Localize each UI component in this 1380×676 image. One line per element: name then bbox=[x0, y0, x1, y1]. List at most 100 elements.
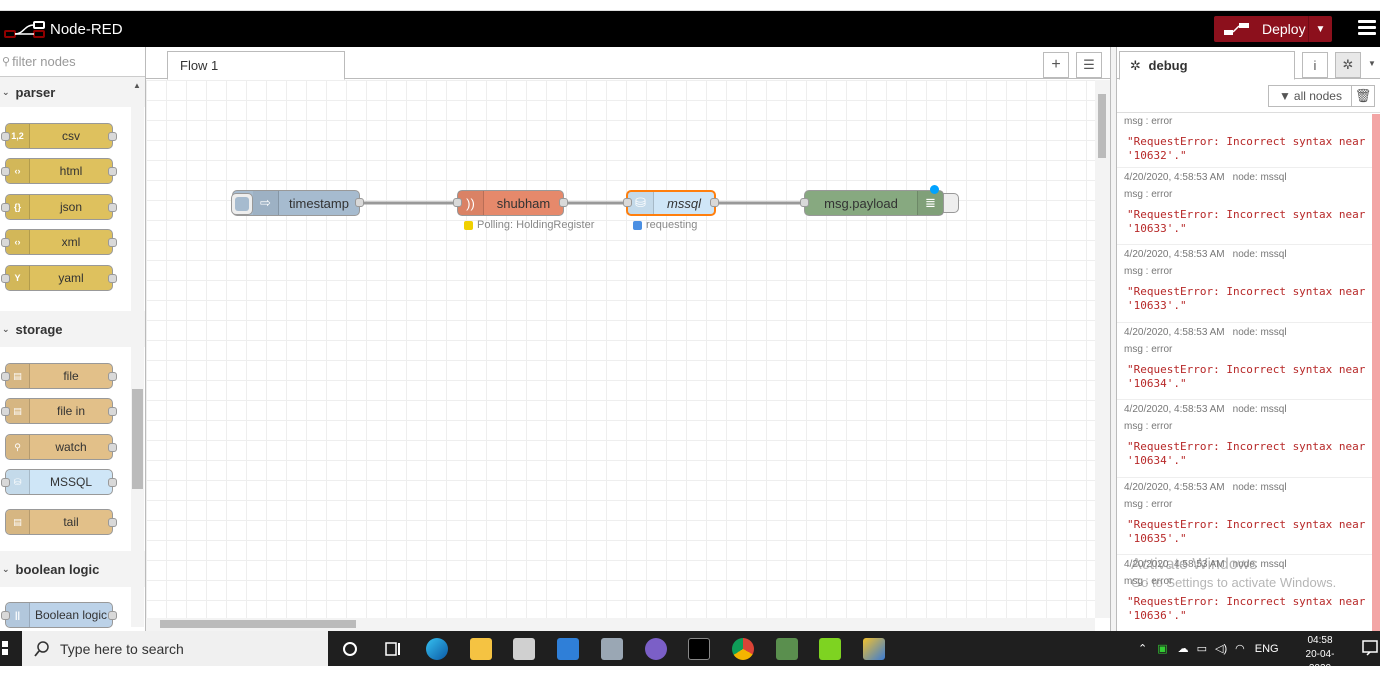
file-explorer-icon[interactable] bbox=[470, 638, 492, 660]
flow-node-timestamp[interactable]: ⇨ timestamp bbox=[231, 190, 364, 216]
list-flows-icon[interactable]: ☰ bbox=[1076, 52, 1102, 78]
database-icon: ⛁ bbox=[628, 192, 654, 214]
palette-node-file-in[interactable]: ▤file in bbox=[1, 398, 117, 424]
palette-scrollbar[interactable]: ▲ bbox=[131, 77, 144, 627]
browser-bookmark-strip bbox=[0, 0, 1380, 11]
status-dot bbox=[464, 220, 473, 230]
chrome-browser-icon[interactable] bbox=[732, 638, 754, 660]
palette-filter-input[interactable]: ⚲ filter nodes bbox=[0, 47, 145, 77]
tab-debug[interactable]: ✲ debug bbox=[1119, 51, 1295, 80]
palette-category-parser[interactable]: ⌄ parser bbox=[0, 77, 145, 107]
palette-scrollbar-thumb[interactable] bbox=[132, 389, 143, 489]
mail-icon[interactable] bbox=[557, 638, 579, 660]
status-dot bbox=[633, 220, 642, 230]
debug-sidebar: ✲ debug i ✲ ▼ ▼ all nodes 🗑 msg : error … bbox=[1117, 47, 1380, 631]
palette-node-mssql[interactable]: ⛁MSSQL bbox=[1, 469, 117, 495]
windows-taskbar: Type here to search ⌃ ▣ ☁ ▭ ◁) ◠ ENG 04:… bbox=[0, 631, 1380, 674]
palette-category-body-storage: ▤file ▤file in ⚲watch ⛁MSSQL ▤tail bbox=[0, 347, 145, 551]
palette-category-label: boolean logic bbox=[15, 561, 100, 577]
canvas-horizontal-scrollbar[interactable] bbox=[146, 618, 1095, 631]
debug-message-list[interactable]: msg : error "RequestError: Incorrect syn… bbox=[1117, 114, 1372, 631]
radio-waves-icon: )) bbox=[458, 191, 484, 215]
python-icon[interactable] bbox=[863, 638, 885, 660]
chevron-up-icon[interactable]: ⌃ bbox=[1138, 643, 1148, 655]
palette-category-storage[interactable]: ⌄ storage bbox=[0, 311, 145, 347]
palette-node-file[interactable]: ▤file bbox=[1, 363, 117, 389]
taskbar-clock[interactable]: 04:58 20-04-2020 bbox=[1305, 635, 1335, 674]
app-title: Node-RED bbox=[50, 21, 123, 38]
palette-node-watch[interactable]: ⚲watch bbox=[5, 434, 117, 460]
chevron-down-icon: ⌄ bbox=[2, 563, 10, 574]
palette-category-label: parser bbox=[15, 84, 56, 100]
battery-icon[interactable]: ▭ bbox=[1196, 643, 1208, 655]
store-icon[interactable] bbox=[513, 638, 535, 660]
flow-node-shubham[interactable]: )) shubham bbox=[453, 190, 568, 216]
search-icon bbox=[34, 640, 49, 657]
trash-icon[interactable]: 🗑 bbox=[1351, 85, 1375, 107]
magnifier-icon: ⚲ bbox=[6, 435, 30, 459]
palette-filter-placeholder: filter nodes bbox=[12, 54, 76, 69]
edge-browser-icon[interactable] bbox=[426, 638, 448, 660]
cortana-circle-icon[interactable] bbox=[339, 638, 361, 660]
task-view-icon[interactable] bbox=[382, 638, 404, 660]
debug-list-icon: ≣ bbox=[917, 191, 943, 215]
file-icon: ▤ bbox=[6, 510, 30, 534]
scroll-up-icon[interactable]: ▲ bbox=[133, 81, 141, 90]
settings-gear-icon[interactable] bbox=[819, 638, 841, 660]
terminal-icon[interactable] bbox=[688, 638, 710, 660]
wifi-icon[interactable]: ◠ bbox=[1235, 643, 1245, 655]
palette-node-json[interactable]: {}json bbox=[1, 194, 117, 220]
app-header: Node-RED Deploy ▼ bbox=[0, 11, 1380, 47]
windows-start-icon[interactable] bbox=[0, 631, 22, 666]
tab-flow-1[interactable]: Flow 1 bbox=[167, 51, 345, 80]
xml-icon: ‹› bbox=[6, 230, 30, 254]
debug-filter-button[interactable]: ▼ all nodes bbox=[1268, 85, 1353, 107]
deploy-button[interactable]: Deploy ▼ bbox=[1214, 16, 1332, 42]
palette-category-boolean-logic[interactable]: ⌄ boolean logic bbox=[0, 551, 145, 587]
debug-error-text: "RequestError: Incorrect syntax near'106… bbox=[1127, 440, 1366, 468]
debug-error-text: "RequestError: Incorrect syntax near'106… bbox=[1127, 517, 1366, 545]
info-icon[interactable]: i bbox=[1302, 52, 1328, 78]
taskbar-search-box[interactable]: Type here to search bbox=[22, 631, 328, 666]
network-app-icon[interactable] bbox=[601, 638, 623, 660]
debug-message[interactable]: msg : error "RequestError: Incorrect syn… bbox=[1117, 114, 1372, 168]
palette-node-xml[interactable]: ‹›xml bbox=[1, 229, 117, 255]
canvas-vertical-scrollbar[interactable] bbox=[1095, 80, 1110, 618]
flow-node-msg-payload[interactable]: msg.payload ≣ bbox=[800, 185, 959, 216]
language-indicator[interactable]: ENG bbox=[1254, 642, 1279, 655]
volume-icon[interactable]: ◁) bbox=[1215, 643, 1228, 655]
flow-node-mssql[interactable]: ⛁ mssql bbox=[623, 190, 719, 216]
add-flow-plus-icon[interactable]: + bbox=[1043, 52, 1069, 78]
status-mssql: requesting bbox=[633, 219, 697, 231]
app-icon[interactable] bbox=[776, 638, 798, 660]
cloud-icon[interactable]: ☁ bbox=[1177, 643, 1189, 655]
notification-center-icon[interactable] bbox=[1362, 639, 1378, 657]
node-red-logo-icon bbox=[4, 21, 45, 38]
palette-node-boolean-logic[interactable]: ||Boolean logic bbox=[1, 602, 117, 628]
palette-category-body-boolean-logic: ||Boolean logic bbox=[0, 587, 145, 631]
debug-toggle-button[interactable] bbox=[943, 193, 959, 213]
palette-node-tail[interactable]: ▤tail bbox=[5, 509, 117, 535]
debug-scroll-indicator[interactable] bbox=[1372, 114, 1380, 631]
palette-category-label: storage bbox=[15, 321, 63, 337]
tray-app-icon[interactable]: ▣ bbox=[1157, 643, 1168, 655]
inject-button[interactable] bbox=[231, 193, 253, 215]
changed-indicator-dot bbox=[930, 185, 939, 194]
deploy-dropdown-caret-icon[interactable]: ▼ bbox=[1308, 16, 1332, 42]
bug-tab-icon[interactable]: ✲ bbox=[1335, 52, 1361, 78]
main-menu-hamburger-icon[interactable] bbox=[1358, 20, 1376, 38]
palette-node-html[interactable]: ‹›html bbox=[1, 158, 117, 184]
eclipse-icon[interactable] bbox=[645, 638, 667, 660]
chevron-down-icon[interactable]: ▼ bbox=[1368, 59, 1376, 68]
sidebar-resize-handle[interactable] bbox=[1110, 47, 1117, 631]
flow-canvas[interactable]: ⇨ timestamp )) shubham Polling: HoldingR… bbox=[146, 80, 1095, 618]
